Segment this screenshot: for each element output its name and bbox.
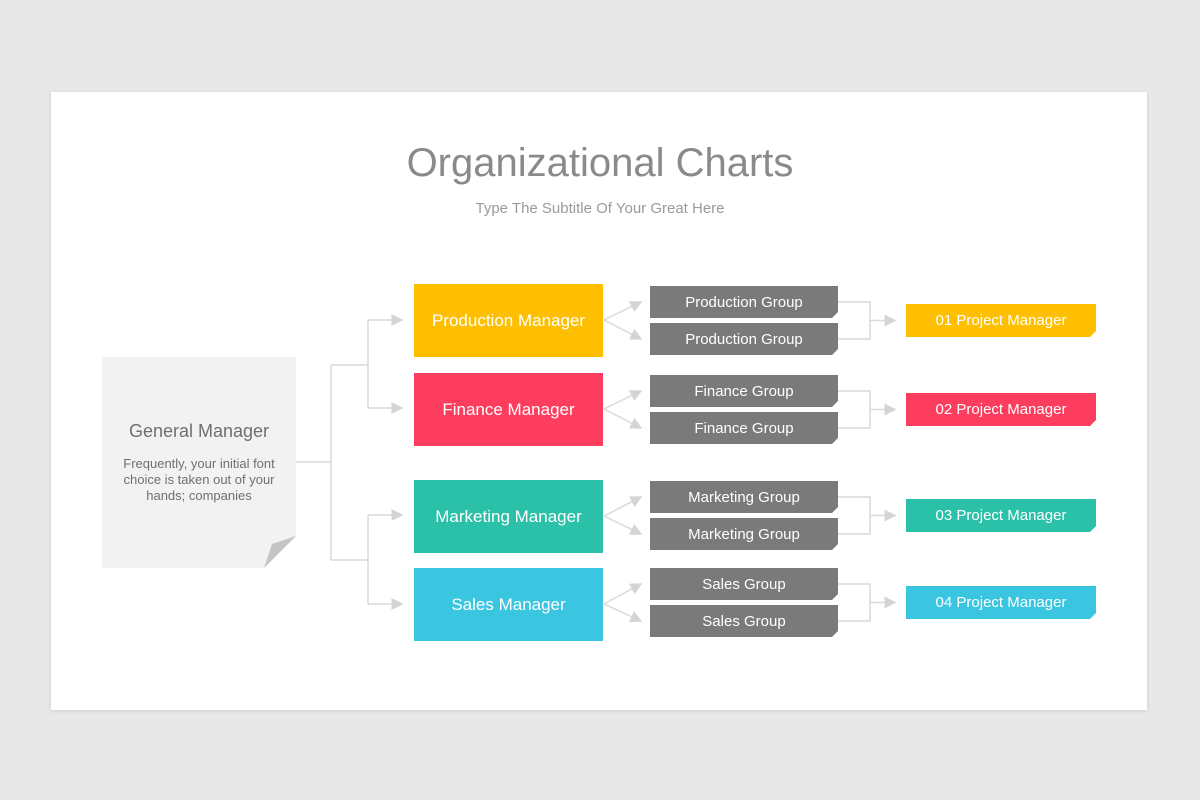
- manager-box[interactable]: Finance Manager: [414, 373, 603, 446]
- group-box[interactable]: Sales Group: [650, 605, 838, 637]
- group-box[interactable]: Production Group: [650, 286, 838, 318]
- project-manager-box[interactable]: 04 Project Manager: [906, 586, 1096, 619]
- general-manager-title: General Manager: [128, 421, 270, 441]
- general-manager-description: Frequently, your initial font choice is …: [123, 456, 275, 503]
- manager-box[interactable]: Production Manager: [414, 284, 603, 357]
- project-manager-box[interactable]: 03 Project Manager: [906, 499, 1096, 532]
- project-manager-box[interactable]: 01 Project Manager: [906, 304, 1096, 337]
- manager-box[interactable]: Sales Manager: [414, 568, 603, 641]
- group-box[interactable]: Marketing Group: [650, 481, 838, 513]
- group-box[interactable]: Production Group: [650, 323, 838, 355]
- manager-box[interactable]: Marketing Manager: [414, 480, 603, 553]
- group-box[interactable]: Sales Group: [650, 568, 838, 600]
- group-box[interactable]: Marketing Group: [650, 518, 838, 550]
- project-manager-box[interactable]: 02 Project Manager: [906, 393, 1096, 426]
- page-subtitle: Type The Subtitle Of Your Great Here: [475, 199, 725, 217]
- group-box[interactable]: Finance Group: [650, 375, 838, 407]
- group-box[interactable]: Finance Group: [650, 412, 838, 444]
- page-title: Organizational Charts: [406, 140, 794, 185]
- general-manager-card[interactable]: General Manager Frequently, your initial…: [102, 357, 296, 568]
